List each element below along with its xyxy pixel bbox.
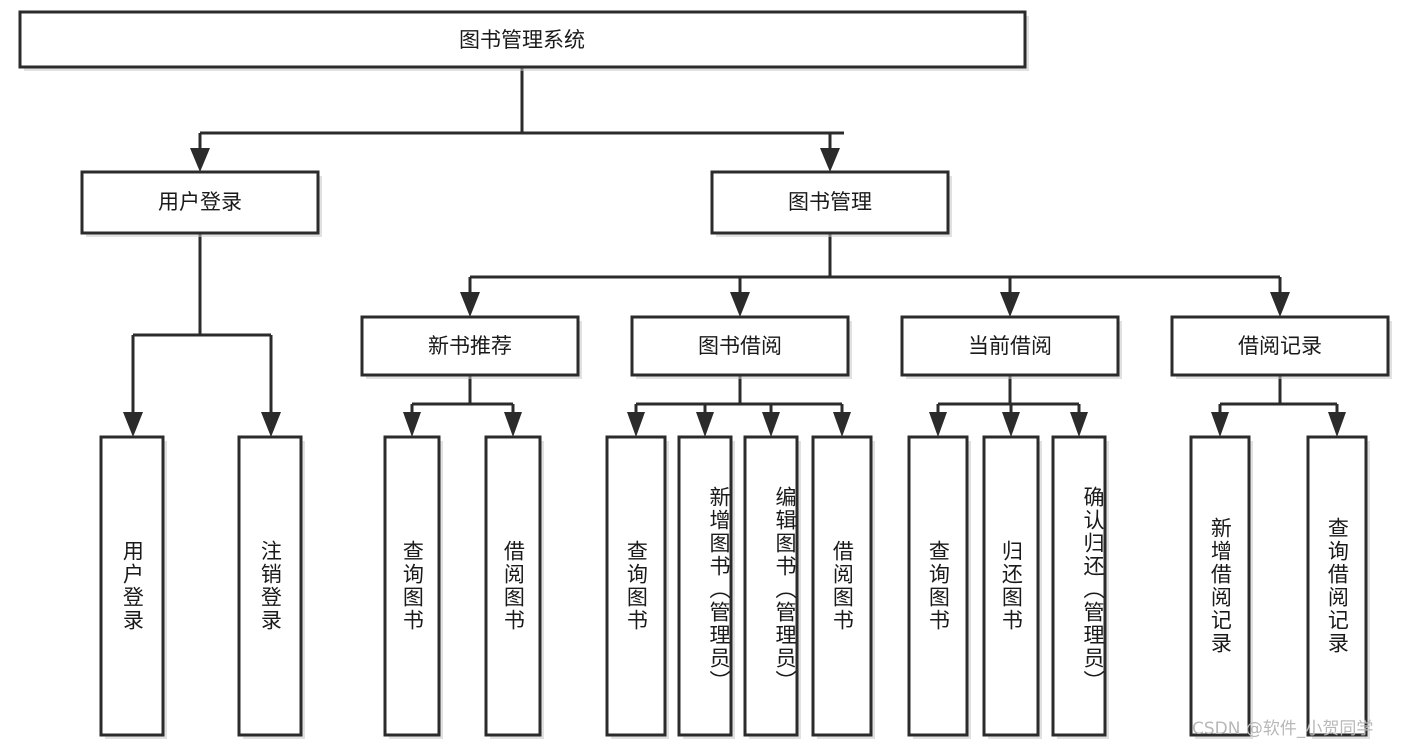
- node-book-borrow[interactable]: 图书借阅: [630, 315, 852, 379]
- watermark-text: CSDN @软件_小贺同学: [1192, 719, 1374, 739]
- node-book-borrow-label: 图书借阅: [698, 334, 782, 358]
- leaf-query-book-2-rect[interactable]: [605, 435, 667, 737]
- node-user-login-label: 用户登录: [158, 190, 242, 214]
- node-current-borrow-label: 当前借阅: [968, 334, 1052, 358]
- connector-current-borrow-to-leaves: [929, 375, 1088, 437]
- node-book-manage-rect: [710, 170, 950, 235]
- arrow-head-new-book-rec: [460, 292, 480, 317]
- arrow-head-leaf-edit-book: [762, 412, 780, 437]
- node-root-rect: [18, 10, 1027, 69]
- node-user-login-rect: [80, 170, 320, 235]
- node-user-login[interactable]: 用户登录: [80, 170, 322, 237]
- arrow-head-leaf-logout: [261, 412, 281, 437]
- arrow-head-leaf-return-book: [1002, 412, 1020, 437]
- arrow-head-leaf-query-book-1: [403, 412, 421, 437]
- leaf-edit-book-rect[interactable]: [743, 435, 799, 737]
- node-new-book-rec-rect: [360, 315, 580, 377]
- connector-root-to-level2: [190, 67, 844, 172]
- node-borrow-record[interactable]: 借阅记录: [1170, 315, 1392, 379]
- leaf-query-book-1-rect[interactable]: [383, 435, 441, 737]
- leaf-confirm-return-rect[interactable]: [1051, 435, 1107, 737]
- node-book-manage-label: 图书管理: [788, 190, 872, 214]
- leaf-borrow-book-1-rect[interactable]: [484, 435, 542, 737]
- arrow-head-leaf-query-book-3: [929, 412, 947, 437]
- arrow-head-leaf-query-book-2: [627, 412, 645, 437]
- arrow-head-book-borrow: [730, 292, 750, 317]
- node-new-book-rec[interactable]: 新书推荐: [360, 315, 582, 379]
- arrow-head-leaf-confirm-return: [1070, 412, 1088, 437]
- leaf-borrow-book-2-rect[interactable]: [811, 435, 873, 737]
- arrow-head-leaf-add-book: [696, 412, 714, 437]
- leaf-boxes-layer: [99, 435, 1370, 739]
- leaf-user-login-rect[interactable]: [99, 435, 165, 737]
- connector-borrow-record-to-leaves: [1211, 375, 1346, 437]
- arrow-head-borrow-record: [1270, 292, 1290, 317]
- connector-book-manage-to-level3: [460, 233, 1290, 317]
- arrow-head-leaf-borrow-book-2: [833, 412, 851, 437]
- node-book-borrow-rect: [630, 315, 850, 377]
- arrow-head-book-manage: [820, 148, 840, 172]
- node-root-label: 图书管理系统: [459, 28, 585, 52]
- connector-user-login-to-leaves: [123, 233, 281, 437]
- node-new-book-rec-label: 新书推荐: [428, 334, 512, 358]
- node-book-manage[interactable]: 图书管理: [710, 170, 952, 237]
- connector-book-borrow-to-leaves: [627, 375, 851, 437]
- node-current-borrow[interactable]: 当前借阅: [900, 315, 1122, 379]
- leaf-add-book-rect[interactable]: [677, 435, 733, 737]
- arrow-head-user-login: [190, 148, 210, 172]
- leaf-add-record-rect[interactable]: [1189, 435, 1251, 737]
- node-root[interactable]: 图书管理系统: [18, 10, 1029, 71]
- leaf-query-book-3-rect[interactable]: [907, 435, 969, 737]
- arrow-head-current-borrow: [1000, 292, 1020, 317]
- node-borrow-record-label: 借阅记录: [1238, 334, 1322, 358]
- node-borrow-record-rect: [1170, 315, 1390, 377]
- arrow-head-leaf-query-record: [1328, 412, 1346, 437]
- arrow-head-leaf-user-login: [123, 412, 143, 437]
- leaf-return-book-rect[interactable]: [982, 435, 1040, 737]
- connector-new-book-rec-to-leaves: [403, 375, 522, 437]
- leaf-logout-rect[interactable]: [237, 435, 303, 737]
- leaf-query-record-rect[interactable]: [1306, 435, 1368, 737]
- arrow-head-leaf-add-record: [1211, 412, 1229, 437]
- node-current-borrow-rect: [900, 315, 1120, 377]
- arrow-head-leaf-borrow-book-1: [504, 412, 522, 437]
